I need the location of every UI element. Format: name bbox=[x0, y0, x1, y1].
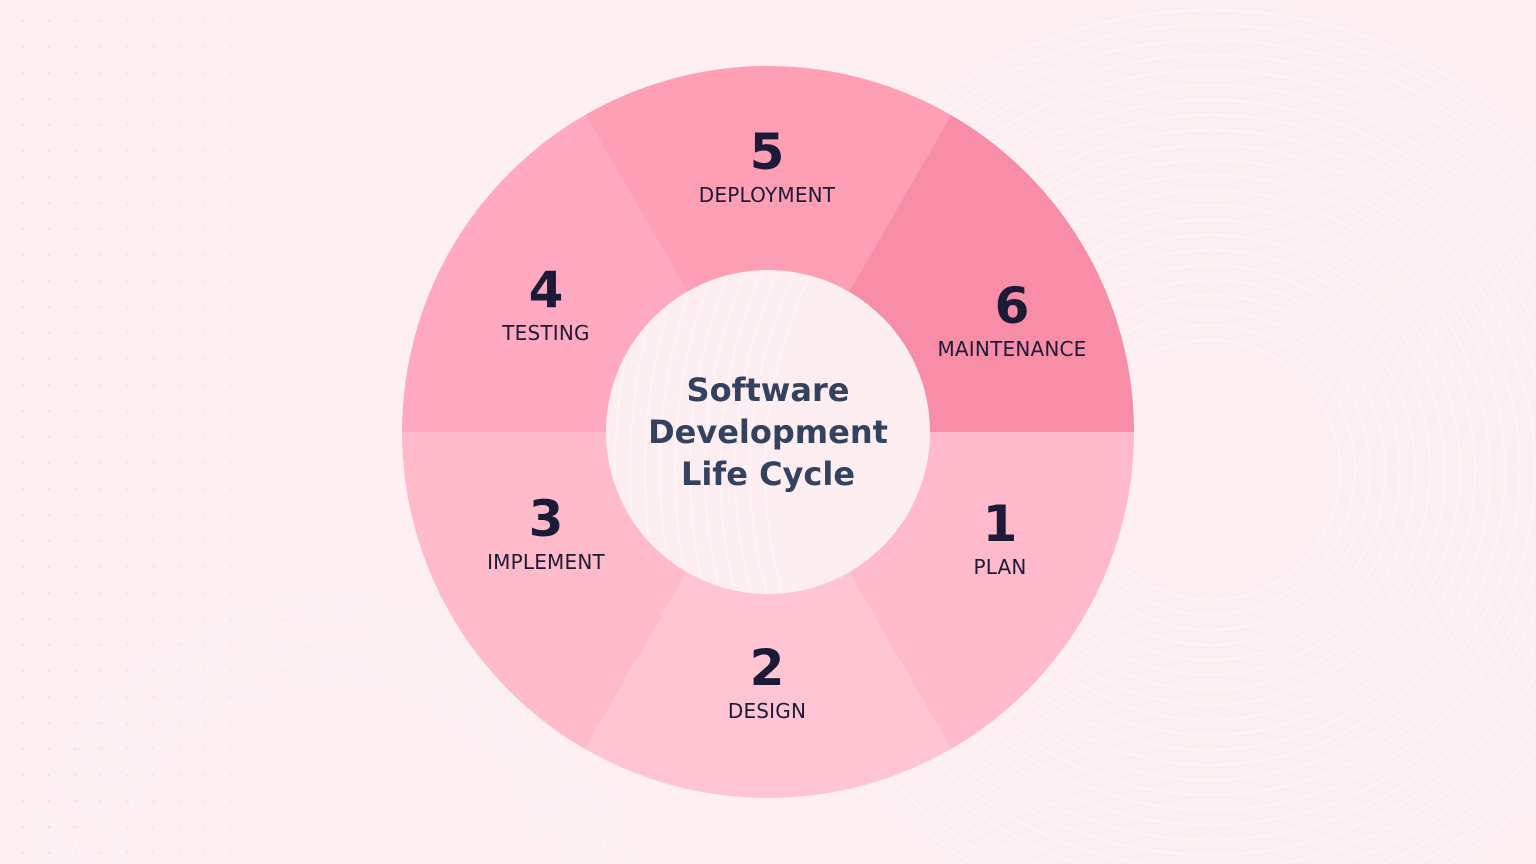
stage-deployment-label: 5 DEPLOYMENT bbox=[699, 125, 835, 207]
stage-name: DESIGN bbox=[727, 699, 807, 723]
stage-name: TESTING bbox=[502, 321, 590, 345]
stage-number: 2 bbox=[749, 639, 785, 697]
stage-number: 6 bbox=[994, 277, 1030, 335]
stage-testing-label: 4 TESTING bbox=[502, 263, 590, 345]
title-line-2: Development bbox=[648, 413, 888, 451]
segment-design[interactable] bbox=[585, 572, 951, 799]
title-line-3: Life Cycle bbox=[680, 455, 856, 493]
stage-name: PLAN bbox=[973, 555, 1027, 579]
diagram-title: Software Development Life Cycle bbox=[648, 369, 888, 495]
center-circle bbox=[607, 271, 929, 593]
segment-maintenance[interactable] bbox=[849, 115, 1134, 432]
segment-implement[interactable] bbox=[402, 432, 687, 749]
background-dot-pattern bbox=[0, 0, 420, 864]
stage-plan-label: 1 PLAN bbox=[973, 497, 1026, 579]
segment-plan[interactable] bbox=[849, 432, 1134, 749]
stage-implement-label: 3 IMPLEMENT bbox=[487, 492, 605, 574]
stage-number: 1 bbox=[982, 495, 1018, 553]
segment-deployment[interactable] bbox=[585, 65, 951, 292]
stage-number: 4 bbox=[528, 261, 564, 319]
stage-name: DEPLOYMENT bbox=[698, 183, 836, 207]
stage-number: 3 bbox=[528, 490, 564, 548]
stage-number: 5 bbox=[749, 123, 785, 181]
stage-name: IMPLEMENT bbox=[487, 550, 605, 574]
stage-design-label: 2 DESIGN bbox=[728, 641, 806, 723]
stage-name: MAINTENANCE bbox=[937, 337, 1087, 361]
stage-maintenance-label: 6 MAINTENANCE bbox=[937, 279, 1086, 361]
segment-testing[interactable] bbox=[402, 115, 687, 432]
title-line-1: Software bbox=[686, 371, 850, 409]
